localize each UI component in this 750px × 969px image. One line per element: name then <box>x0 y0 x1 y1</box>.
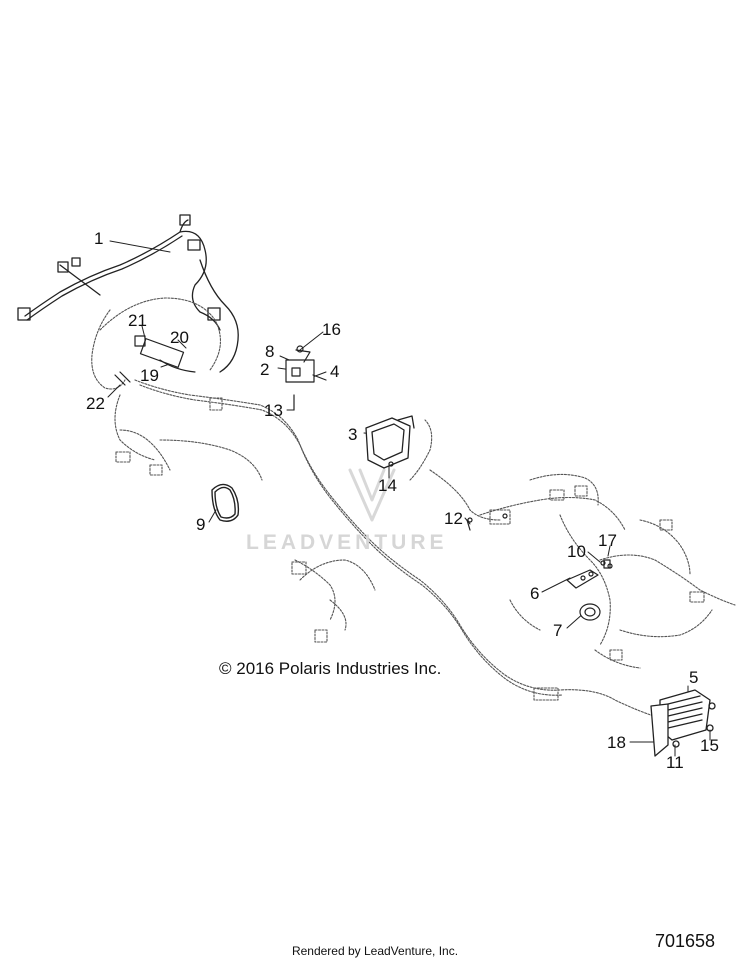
relay-bracket-small <box>114 335 196 386</box>
fasteners <box>466 513 613 569</box>
callout-2: 2 <box>260 360 270 379</box>
upper-harness <box>17 214 239 373</box>
callout-20: 20 <box>170 328 189 347</box>
callout-8: 8 <box>265 342 275 361</box>
main-harness <box>91 297 736 719</box>
ring-gasket <box>211 483 240 522</box>
callout-19: 19 <box>140 366 159 385</box>
callout-17: 17 <box>598 531 617 550</box>
diagram-number: 701658 <box>655 931 716 951</box>
regulator-5 <box>650 689 716 757</box>
callout-22: 22 <box>86 394 105 413</box>
callout-11: 11 <box>666 753 684 772</box>
callout-5: 5 <box>689 668 699 687</box>
callout-3: 3 <box>348 425 358 444</box>
copyright-notice: © 2016 Polaris Industries Inc. <box>219 659 442 678</box>
bracket-6 <box>566 569 599 589</box>
leadventure-logo-watermark <box>348 468 396 522</box>
callout-12: 12 <box>444 509 463 528</box>
callout-14: 14 <box>378 476 397 495</box>
watermark-text: LEADVENTURE <box>246 531 448 554</box>
callout-7: 7 <box>553 621 563 640</box>
callout-18: 18 <box>607 733 626 752</box>
ecu-module <box>365 415 415 469</box>
callout-15: 15 <box>700 736 719 755</box>
callout-9: 9 <box>196 515 206 534</box>
callout-10: 10 <box>567 542 586 561</box>
callout-4: 4 <box>330 362 340 381</box>
render-credit: Rendered by LeadVenture, Inc. <box>291 944 459 958</box>
callout-1: 1 <box>94 229 104 248</box>
callout-6: 6 <box>530 584 540 603</box>
callout-13: 13 <box>264 401 283 420</box>
relay-bracket-group <box>285 345 327 411</box>
callout-21: 21 <box>128 311 147 330</box>
callout-16: 16 <box>322 320 341 339</box>
grommet-7 <box>579 603 601 621</box>
